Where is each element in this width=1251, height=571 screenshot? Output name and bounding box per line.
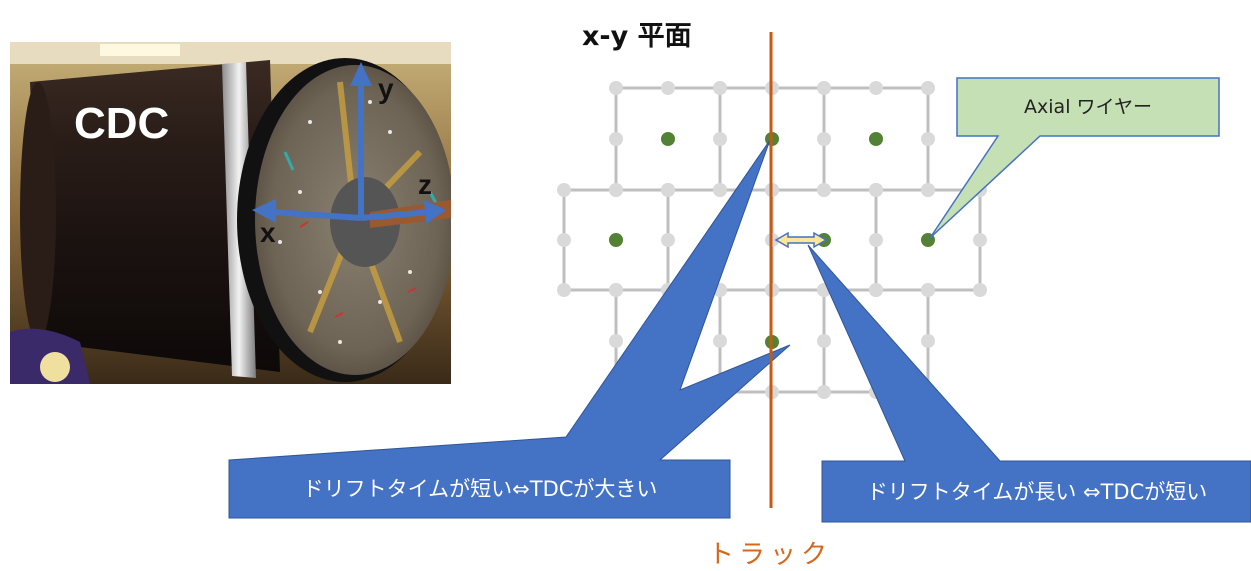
long-drift-label: ドリフトタイムが長い ⇔TDCが短い bbox=[866, 480, 1208, 504]
field-wire bbox=[817, 385, 831, 399]
field-wire bbox=[817, 334, 831, 348]
field-wire bbox=[609, 283, 623, 297]
field-wire bbox=[869, 183, 883, 197]
long-drift-callout bbox=[807, 244, 1251, 523]
field-wire bbox=[609, 183, 623, 197]
page-title: x-y 平面 bbox=[582, 21, 692, 52]
field-wire bbox=[921, 183, 935, 197]
sense-wire bbox=[609, 233, 623, 247]
field-wire bbox=[661, 183, 675, 197]
drift-distance-arrow bbox=[774, 231, 828, 249]
cdc-photo: CDC y z x bbox=[10, 42, 451, 384]
field-wire bbox=[817, 183, 831, 197]
sense-wire bbox=[869, 132, 883, 146]
sense-wire bbox=[661, 132, 675, 146]
field-wire bbox=[557, 283, 571, 297]
field-wire bbox=[557, 233, 571, 247]
short-drift-label: ドリフトタイムが短い⇔TDCが大きい bbox=[302, 477, 658, 501]
field-wire bbox=[973, 233, 987, 247]
field-wire bbox=[609, 334, 623, 348]
z-axis-label: z bbox=[418, 169, 432, 200]
field-wire bbox=[921, 334, 935, 348]
field-wire bbox=[609, 81, 623, 95]
field-wire bbox=[921, 132, 935, 146]
x-axis-label: x bbox=[260, 217, 276, 248]
field-wire bbox=[869, 233, 883, 247]
field-wire bbox=[869, 283, 883, 297]
axial-wire-label: Axial ワイヤー bbox=[1024, 96, 1152, 118]
field-wire bbox=[869, 81, 883, 95]
field-wire bbox=[713, 132, 727, 146]
y-axis-label: y bbox=[378, 73, 394, 104]
short-drift-callout bbox=[228, 139, 791, 519]
field-wire bbox=[713, 183, 727, 197]
field-wire bbox=[661, 81, 675, 95]
cdc-label: CDC bbox=[74, 99, 169, 148]
field-wire bbox=[921, 81, 935, 95]
axial-callout bbox=[929, 77, 1220, 239]
field-wire bbox=[661, 233, 675, 247]
field-wire bbox=[713, 334, 727, 348]
field-wire bbox=[817, 132, 831, 146]
field-wire bbox=[921, 283, 935, 297]
field-wire bbox=[557, 183, 571, 197]
field-wire bbox=[713, 81, 727, 95]
field-wire bbox=[817, 81, 831, 95]
track-label: トラック bbox=[708, 540, 833, 570]
field-wire bbox=[609, 132, 623, 146]
field-wire bbox=[973, 283, 987, 297]
